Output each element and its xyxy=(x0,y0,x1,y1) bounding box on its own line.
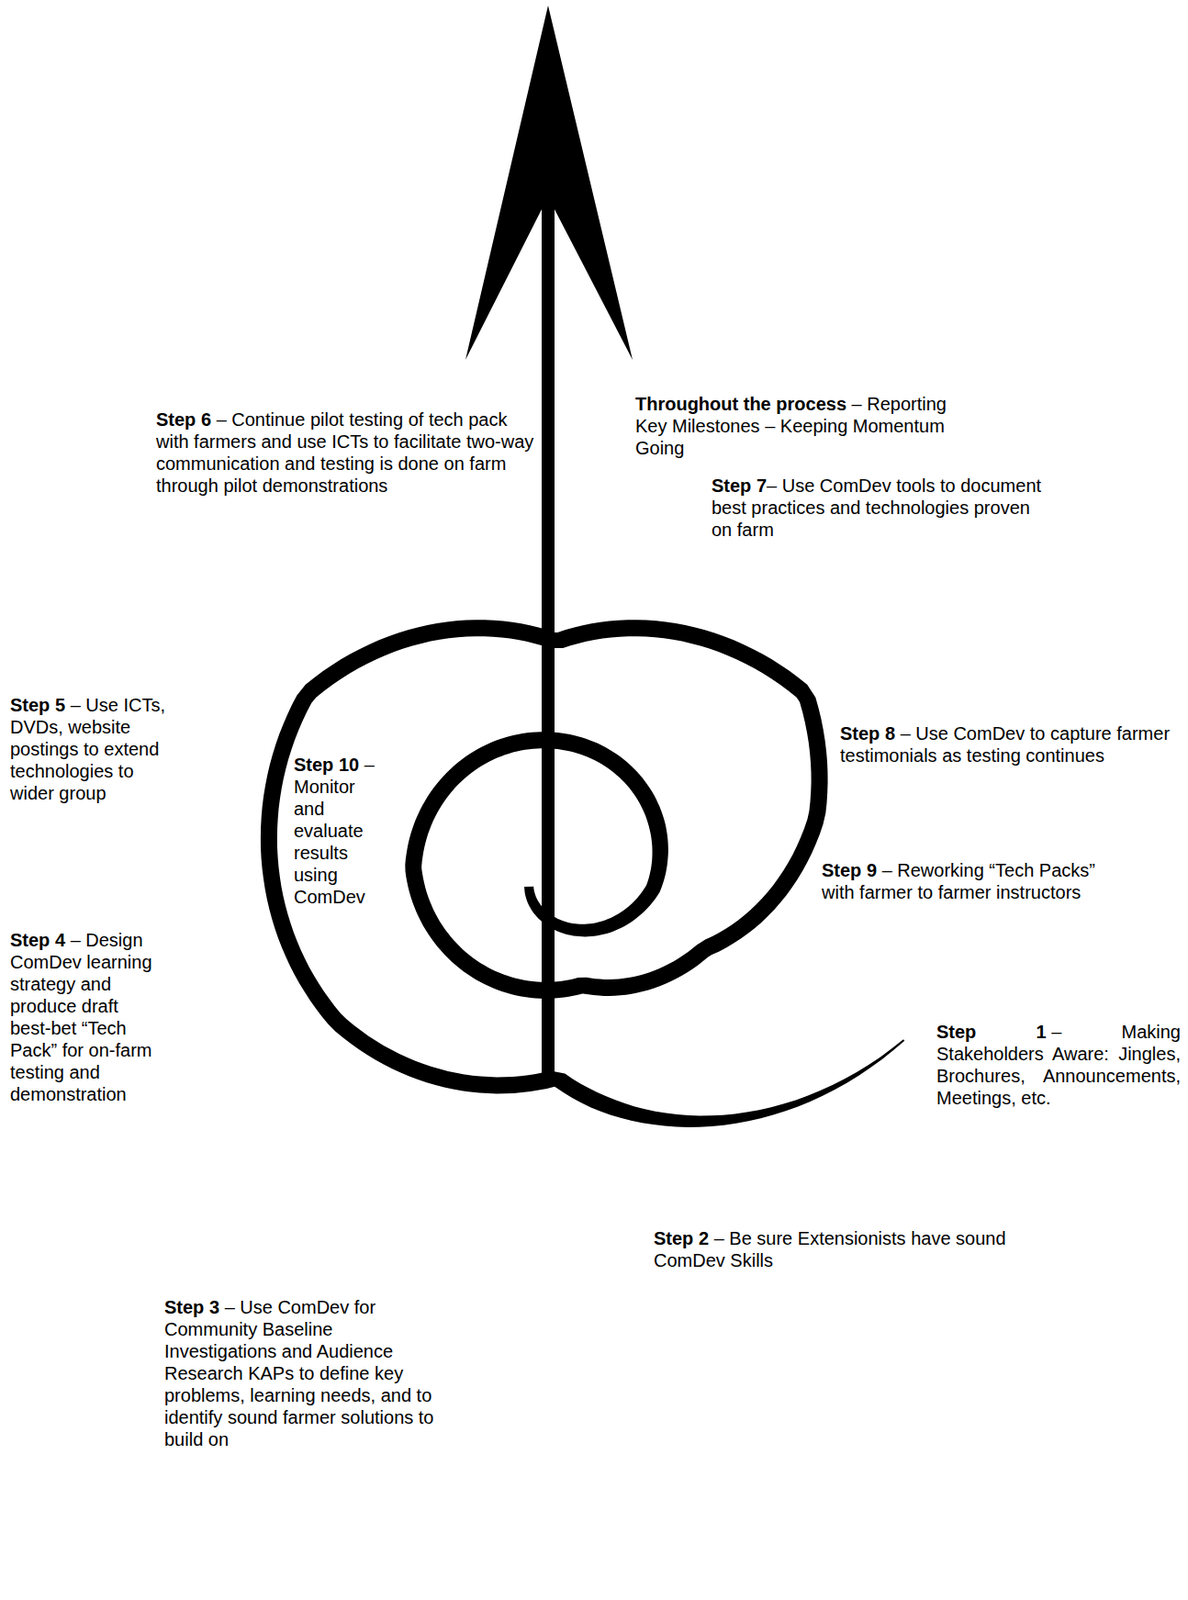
step-heading: Step 7 xyxy=(711,475,767,496)
step-heading: Step 5 xyxy=(10,694,66,716)
step-heading: Step 9 xyxy=(821,860,877,881)
step-text: Step 9– Reworking “Tech Packs” with farm… xyxy=(821,859,1125,904)
step-description: – Use ComDev for Community Baseline Inve… xyxy=(164,1297,435,1450)
step-heading: Step 1 xyxy=(936,1021,1047,1043)
step-text: Step 8– Use ComDev to capture farmer tes… xyxy=(840,722,1180,767)
step-heading: Step 2 xyxy=(653,1228,709,1249)
step-description: – Design ComDev learning strategy and pr… xyxy=(10,930,153,1105)
step-text: Step 4– Design ComDev learning strategy … xyxy=(10,929,162,1106)
step-heading: Step 6 xyxy=(156,409,212,430)
step-text: Step 1– Making Stakeholders Aware: Jingl… xyxy=(936,1020,1181,1110)
step-heading: Step 3 xyxy=(164,1297,220,1318)
step-text: Step 6– Continue pilot testing of tech p… xyxy=(156,408,542,497)
step-text: Step 2– Be sure Extensionists have sound… xyxy=(653,1227,1021,1272)
step-text: Throughout the process– Reporting Key Mi… xyxy=(635,392,971,460)
step-text: Step 10– Monitor and evaluate results us… xyxy=(293,753,390,908)
step-text: Step 7– Use ComDev tools to document bes… xyxy=(711,474,1043,541)
step-text: Step 3– Use ComDev for Community Baselin… xyxy=(164,1296,445,1451)
step-heading: Step 8 xyxy=(840,723,896,744)
step-description: – Continue pilot testing of tech pack wi… xyxy=(156,409,534,496)
step-heading: Throughout the process xyxy=(635,393,847,415)
step-heading: Step 4 xyxy=(10,930,66,951)
step-text: Step 5– Use ICTs, DVDs, website postings… xyxy=(10,694,176,805)
step-heading: Step 10 xyxy=(293,754,359,775)
step-description: – Monitor and evaluate results using Com… xyxy=(293,754,375,908)
spiral-band xyxy=(260,619,905,1128)
